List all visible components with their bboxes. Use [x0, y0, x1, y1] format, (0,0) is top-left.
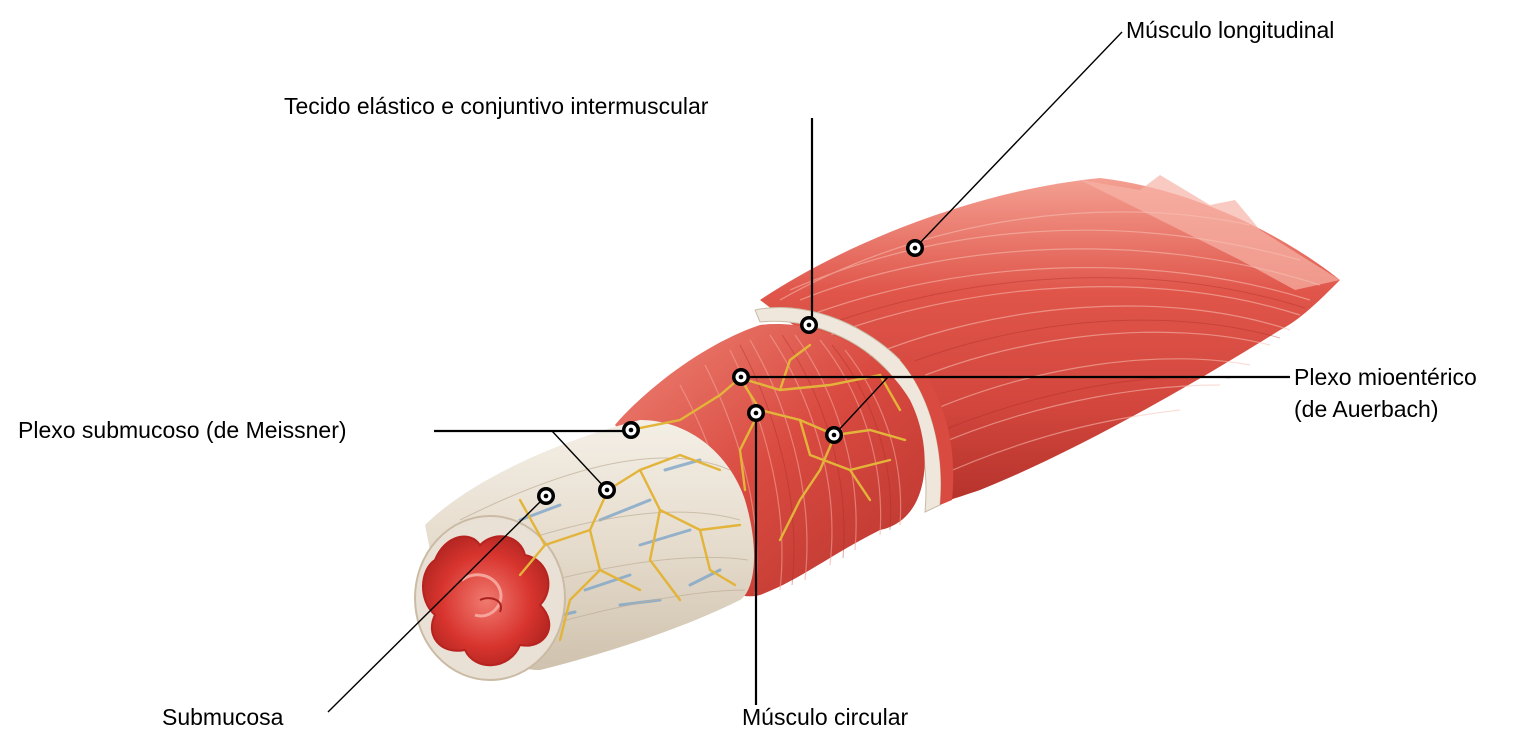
- marker-submucosa: [537, 487, 555, 505]
- label-plexo-submucoso: Plexo submucoso (de Meissner): [18, 416, 347, 444]
- label-tecido-elastico: Tecido elástico e conjuntivo intermuscul…: [284, 92, 708, 120]
- label-plexo-mioenterico-line1: Plexo mioentérico: [1294, 363, 1477, 391]
- label-musculo-longitudinal: Músculo longitudinal: [1126, 16, 1334, 44]
- marker-tecido-elastico: [800, 316, 818, 334]
- marker-plexo-submucoso-2: [598, 481, 616, 499]
- label-submucosa: Submucosa: [162, 703, 283, 731]
- marker-plexo-mioenterico-2: [825, 426, 843, 444]
- marker-plexo-mioenterico-1: [732, 368, 750, 386]
- marker-plexo-submucoso-1: [622, 421, 640, 439]
- label-plexo-mioenterico-line2: (de Auerbach): [1294, 395, 1438, 423]
- marker-musculo-longitudinal: [906, 239, 924, 257]
- label-musculo-circular: Músculo circular: [742, 703, 908, 731]
- marker-musculo-circular: [747, 404, 765, 422]
